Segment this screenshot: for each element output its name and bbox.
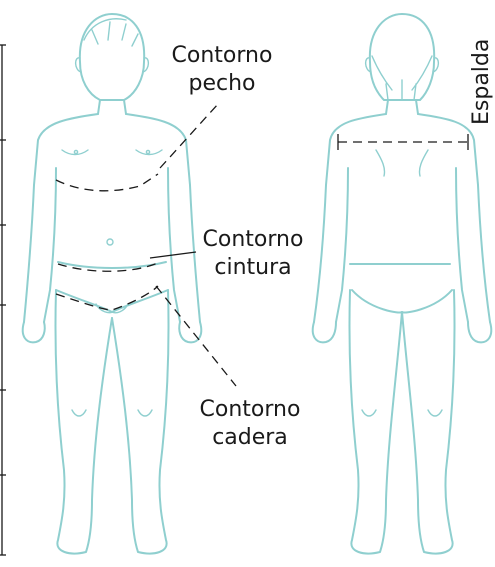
waist-label-line1: Contorno (186, 226, 320, 254)
chest-label: Contorno pecho (152, 42, 292, 98)
chest-measure-line (56, 174, 158, 191)
chest-label-line1: Contorno (152, 42, 292, 70)
waist-label: Contorno cintura (186, 226, 320, 282)
chest-leader-line (160, 104, 218, 168)
hip-label-line2: cadera (180, 424, 320, 452)
height-ruler (0, 45, 6, 555)
hip-measure-line (56, 286, 158, 310)
hip-label-line1: Contorno (180, 396, 320, 424)
front-head (80, 14, 144, 100)
chest-label-line2: pecho (152, 70, 292, 98)
back-figure (313, 14, 492, 554)
waist-label-line2: cintura (186, 254, 320, 282)
hip-label: Contorno cadera (180, 396, 320, 452)
back-label: Espalda (470, 39, 494, 125)
back-measure-line (338, 134, 468, 150)
